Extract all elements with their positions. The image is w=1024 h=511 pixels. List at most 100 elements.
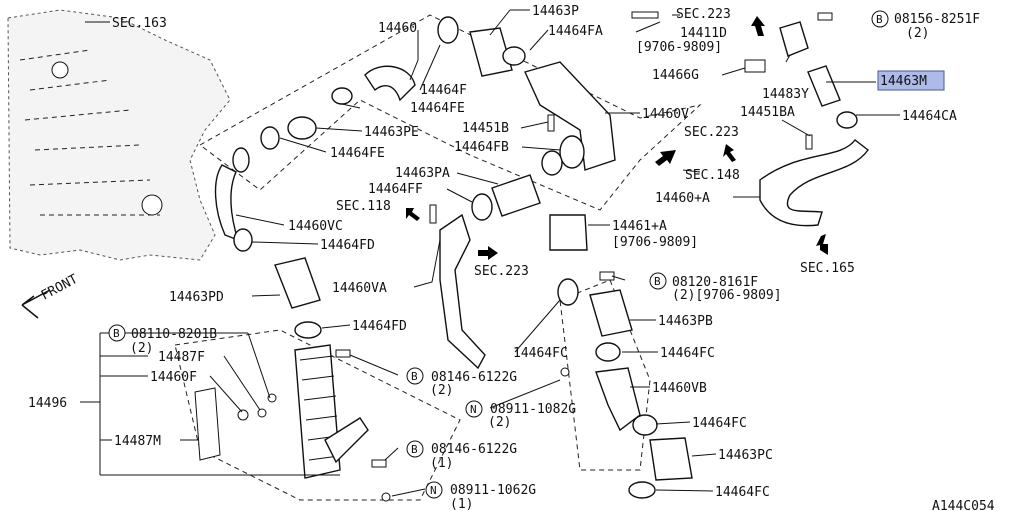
label-sec223-top: SEC.223 [676, 7, 731, 22]
label-14464FC-2: 14464FC [660, 346, 715, 361]
label-08156-8251F: 08156-8251F [894, 12, 980, 27]
pipe-group-outline [199, 14, 702, 211]
label-14411D: 14411D [680, 26, 727, 41]
label-08156-qty: (2) [906, 26, 929, 41]
clamp-14464FA [502, 46, 526, 66]
clamp-14464FB [559, 135, 585, 169]
label-14451BA: 14451BA [740, 105, 795, 120]
label-14463PA: 14463PA [395, 166, 450, 181]
intercooler-14496 [194, 344, 369, 479]
label-14461pA: 14461+A [612, 219, 667, 234]
label-14464FC-4: 14464FC [715, 485, 770, 500]
label-14487M: 14487M [114, 434, 161, 449]
label-sec165: SEC.165 [800, 261, 855, 276]
hose-14463PD [274, 257, 321, 309]
label-14464FD-1: 14464FD [320, 238, 375, 253]
bolt-14451B [547, 114, 555, 132]
label-08110-8201B: 08110-8201B [131, 327, 217, 342]
mark-n-08911-1: N [470, 403, 477, 416]
part-labels: SEC.163 14460 14463P SEC.223 08156-8251F… [28, 4, 995, 511]
mark-b-08120: B [654, 275, 661, 288]
clamp-14464FC-3 [632, 414, 658, 436]
label-08911-qty-2: (1) [450, 497, 473, 511]
label-08146-qty-2: (1) [430, 456, 453, 471]
lower-group-outline [174, 329, 461, 501]
label-14411D-range: [9706-9809] [636, 40, 722, 55]
nut-08911-2 [381, 492, 391, 502]
label-sec223-low: SEC.223 [474, 264, 529, 279]
clamp-14464FF [471, 193, 493, 221]
gasket-14466G [744, 59, 766, 73]
clamp-14464F [437, 16, 459, 44]
label-14460VA: 14460VA [332, 281, 387, 296]
engine-block-outline [7, 9, 231, 261]
label-14460V: 14460V [642, 107, 689, 122]
bolt-08110 [267, 393, 277, 403]
mark-b-08146-2: B [411, 443, 418, 456]
label-08146-qty-1: (2) [430, 383, 453, 398]
clamp-14464FE-2 [232, 147, 250, 173]
label-14464FC-3: 14464FC [692, 416, 747, 431]
label-sec163: SEC.163 [112, 16, 167, 31]
bolt-08146-2 [371, 459, 387, 468]
front-label: FRONT [39, 272, 81, 304]
mark-b-08110: B [113, 327, 120, 340]
label-14460: 14460 [378, 21, 417, 36]
label-14466G: 14466G [652, 68, 699, 83]
bolt-08156 [817, 12, 833, 21]
clamp-14464FE-3 [260, 126, 280, 150]
pipe-14460V [524, 61, 616, 171]
label-14464CA: 14464CA [902, 109, 957, 124]
hose-14463PC [649, 437, 693, 481]
label-14463PB: 14463PB [658, 314, 713, 329]
mark-n-08911-2: N [430, 484, 437, 497]
hose-14463P [469, 27, 513, 77]
mark-b-08146-1: B [411, 370, 418, 383]
label-14487F: 14487F [158, 350, 205, 365]
bracket-14487M [194, 387, 221, 461]
label-14464FD-2: 14464FD [352, 319, 407, 334]
mark-b-08156: B [876, 13, 883, 26]
hose-14463M [807, 65, 841, 107]
thermostat-housing-14411D [779, 21, 809, 57]
label-14464FE-1: 14464FE [410, 101, 465, 116]
hose-14463PB [589, 289, 633, 337]
hose-14463PA [491, 174, 541, 217]
hose-14460VC [214, 164, 240, 242]
clip-14487F [257, 408, 267, 418]
label-14464FA: 14464FA [548, 24, 603, 39]
label-14483Y: 14483Y [762, 87, 809, 102]
label-14464FB: 14464FB [454, 140, 509, 155]
label-08911-1082G: 08911-1082G [490, 402, 576, 417]
pipe-14460 [364, 65, 416, 102]
bracket-14461A [549, 214, 588, 251]
figure-id: A144C054 [932, 499, 995, 511]
label-14464FC-1: 14464FC [513, 346, 568, 361]
label-08911-1062G: 08911-1062G [450, 483, 536, 498]
bolt-08120 [599, 271, 615, 281]
label-08146-6122G-2: 08146-6122G [431, 442, 517, 457]
circled-marks: B B B B N B N [108, 10, 889, 499]
direction-arrows [21, 16, 828, 319]
label-14463PD: 14463PD [169, 290, 224, 305]
label-14451B: 14451B [462, 121, 509, 136]
pipe-14460A [759, 139, 869, 227]
label-08120-qty: (2)[9706-9809] [672, 288, 782, 303]
label-08911-qty-1: (2) [488, 415, 511, 430]
label-14461pA-range: [9706-9809] [612, 235, 698, 250]
label-14460VC: 14460VC [288, 219, 343, 234]
hose-14463PE [287, 116, 317, 140]
clamp-14464FB-b [541, 150, 563, 176]
clamp-14464FC-4 [628, 481, 656, 499]
label-sec118: SEC.118 [336, 199, 391, 214]
pipe-14460VB [595, 367, 641, 432]
label-14463PC: 14463PC [718, 448, 773, 463]
clip-14460F [237, 409, 249, 421]
clamp-14464FC-1 [557, 278, 579, 306]
label-sec223-mid: SEC.223 [684, 125, 739, 140]
label-14460F: 14460F [150, 370, 197, 385]
label-sec148: SEC.148 [685, 168, 740, 183]
nut-08911-1 [560, 367, 570, 377]
